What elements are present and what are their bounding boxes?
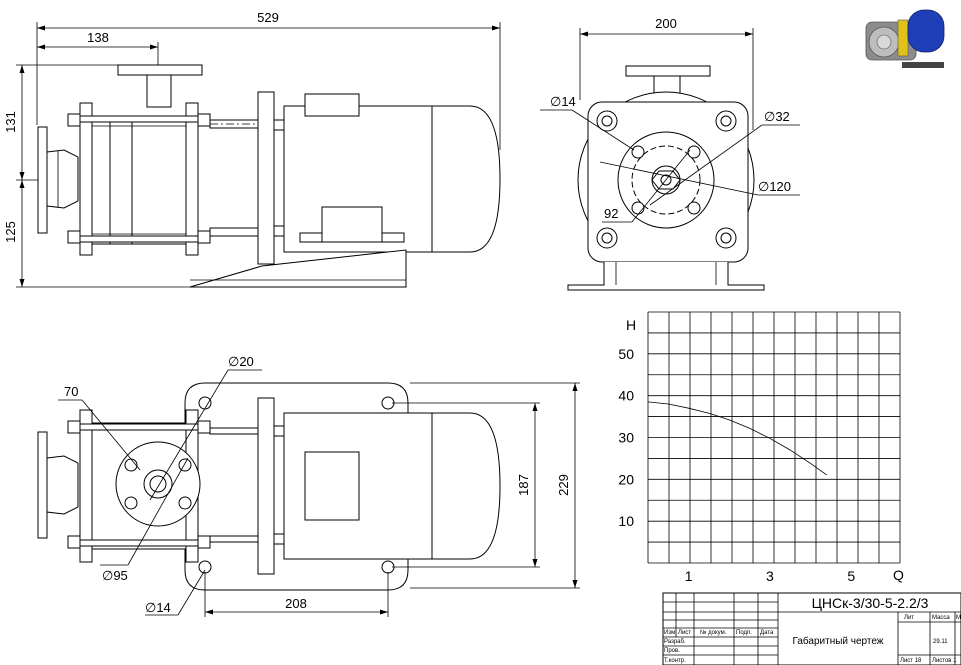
chart-y-tick-label: 20	[618, 471, 634, 487]
chart-y-tick-label: 10	[618, 513, 634, 529]
dim-70: 70	[64, 384, 78, 399]
chart-y-tick-label: 50	[618, 346, 634, 362]
tb-mass-value: 29.11	[933, 639, 948, 645]
dim-187: 187	[516, 474, 531, 496]
tb-mass: Масса	[932, 615, 950, 621]
tb-title: Габаритный чертеж	[793, 635, 884, 647]
tb-sheets: Листов 1	[932, 658, 957, 664]
tb-col-list: Лист	[678, 630, 691, 636]
label-d14-front: ∅14	[550, 94, 576, 109]
tb-row-check: Пров.	[664, 648, 680, 654]
label-d95: ∅95	[102, 568, 128, 583]
side-view: 529 138 131 125	[3, 10, 501, 288]
top-view: 70 ∅20 ∅95 ∅14 208 187 229	[37, 354, 580, 617]
front-view: 200 ∅14 ∅32	[540, 16, 800, 291]
dim-200: 200	[655, 16, 677, 31]
label-d14-top: ∅14	[145, 600, 171, 615]
dim-208: 208	[285, 596, 307, 611]
chart-x-tick-label: 5	[847, 568, 855, 584]
performance-chart: 10 20 30 40 50 1 3 5 H Q	[618, 311, 904, 584]
tb-row-tcontrol: Т.контр.	[664, 658, 686, 664]
chart-y-tick-label: 30	[618, 430, 634, 446]
dim-529: 529	[257, 10, 279, 25]
tb-row-dev: Разраб.	[664, 639, 686, 645]
tb-scale: М	[956, 615, 961, 621]
label-d32: ∅32	[764, 109, 790, 124]
tb-col-izm: Изм	[664, 630, 675, 636]
chart-y-tick-label: 40	[618, 388, 634, 404]
label-92: 92	[604, 206, 618, 221]
title-block: ЦНСк-3/30-5-2.2/3 Габаритный чертеж Лит …	[662, 592, 961, 665]
label-d20: ∅20	[228, 354, 254, 369]
tb-col-sign: Подп.	[736, 630, 752, 636]
chart-xlabel: Q	[893, 567, 904, 583]
tb-sheet: Лист 18	[900, 658, 922, 664]
dim-229: 229	[556, 474, 571, 496]
chart-grid	[647, 311, 901, 564]
tb-col-doc: № докум.	[700, 629, 727, 636]
dim-138: 138	[87, 30, 109, 45]
tb-col-date: Дата	[760, 630, 774, 636]
tb-designation: ЦНСк-3/30-5-2.2/3	[812, 595, 929, 611]
chart-x-tick-label: 1	[685, 568, 693, 584]
label-d120: ∅120	[758, 179, 791, 194]
chart-ylabel: H	[626, 317, 636, 333]
pump-3d-preview-image	[865, 9, 945, 68]
dim-125: 125	[3, 221, 18, 243]
dim-131: 131	[3, 111, 18, 133]
chart-x-tick-label: 3	[766, 568, 774, 584]
chart-ticks: 10 20 30 40 50 1 3 5	[618, 346, 855, 584]
tb-lit: Лит	[904, 615, 914, 621]
chart-series-line	[647, 401, 828, 476]
corner-bolts	[596, 110, 737, 249]
